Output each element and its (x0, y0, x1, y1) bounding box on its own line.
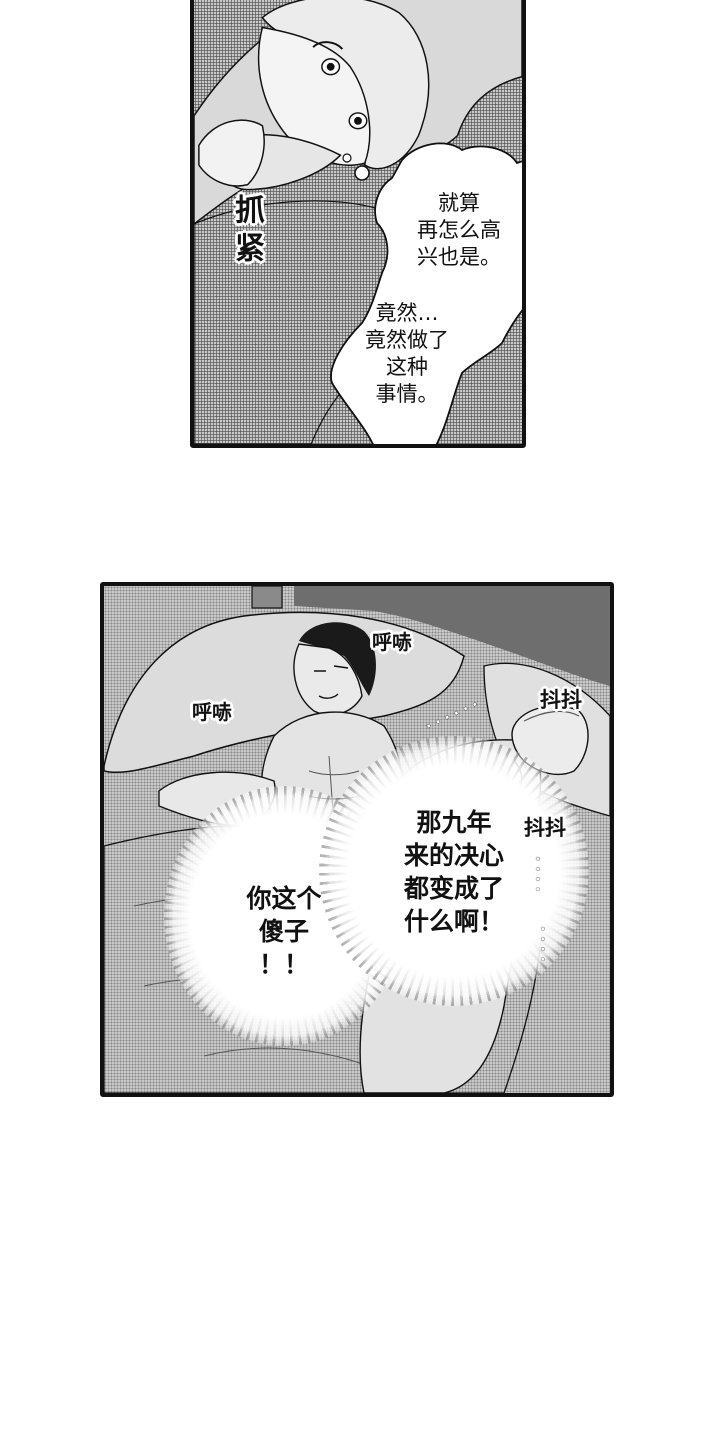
sfx-breathing-2: 呼哧 (192, 700, 232, 724)
thought-bubble (330, 142, 522, 444)
comic-panel-1: 就算 再怎么高 兴也是。 竟然… 竟然做了 这种 事情。 抓紧 (190, 0, 526, 448)
thought-text-2: 竟然… 竟然做了 这种 事情。 (365, 301, 449, 406)
sfx-trembling-2: 抖抖 (524, 816, 566, 840)
tremble-dots-3: · · · · (534, 926, 550, 962)
thought-text-1: 就算 再怎么高 兴也是。 (417, 191, 501, 269)
anxious-man-illustration (194, 0, 522, 444)
burst-text-nine-years: 那九年 来的决心 都变成了 什么啊！ (403, 808, 504, 936)
tremble-dots-2: · · · · (529, 856, 545, 892)
sfx-breathing-1: 呼哧 (372, 630, 412, 654)
comic-panel-2: 那九年 来的决心 都变成了 什么啊！ 你这个 傻子 ！！ 那九年 来的决心 都变… (100, 582, 614, 1097)
burst-bubble-2 (319, 736, 589, 1006)
sfx-clutch: 抓紧 (229, 194, 264, 270)
sfx-trembling-1: 抖抖 (540, 688, 582, 712)
burst-text-fool: 你这个 傻子 ！！ (246, 884, 322, 979)
